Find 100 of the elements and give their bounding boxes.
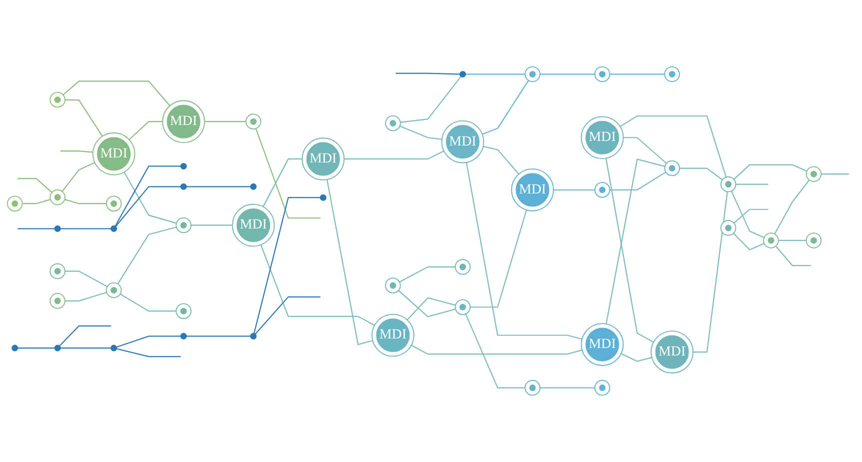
connector: [821, 174, 849, 175]
connector: [774, 180, 810, 234]
connector: [693, 192, 728, 353]
connector: [191, 224, 232, 226]
node-circle: [459, 70, 466, 78]
node-circle: [50, 263, 66, 280]
node-circle: [806, 232, 822, 248]
node-circle: [176, 303, 192, 319]
connector: [466, 74, 526, 75]
node-circle: MDI: [650, 330, 694, 374]
connector: [606, 158, 666, 324]
connector: [186, 336, 251, 337]
node-circle: MDI: [511, 168, 554, 212]
connector: [623, 137, 667, 164]
connector: [610, 172, 666, 190]
connector: [18, 348, 55, 349]
connector: [186, 186, 251, 188]
connector: [255, 128, 320, 219]
node-circle: MDI: [580, 116, 624, 160]
connector: [64, 198, 106, 204]
node-circle: [763, 232, 779, 248]
connector: [116, 348, 181, 358]
node-circle: [12, 344, 18, 352]
connector: [778, 240, 806, 242]
connector: [610, 74, 665, 75]
node-circle: [594, 380, 610, 396]
connector: [117, 226, 177, 284]
node-circle: [320, 194, 326, 201]
connector: [62, 80, 170, 106]
node-circle: MDI: [302, 138, 345, 180]
connector: [540, 74, 595, 75]
connector: [128, 121, 163, 140]
connector: [260, 244, 375, 326]
node-circle: [250, 183, 257, 190]
connector: [400, 126, 442, 140]
connector: [734, 208, 768, 224]
connector: [64, 270, 108, 288]
connector: [62, 162, 95, 192]
connector: [114, 166, 181, 227]
node-circle: [245, 114, 262, 130]
node-circle: [720, 176, 736, 192]
node-circle: [664, 66, 680, 82]
connector: [18, 178, 52, 193]
connector: [399, 266, 456, 282]
connector: [470, 210, 528, 308]
connector: [733, 164, 808, 180]
node-circle: [720, 220, 736, 236]
connector: [254, 296, 320, 334]
connector: [411, 344, 582, 355]
connector: [120, 294, 176, 312]
connector: [540, 387, 595, 388]
connector: [60, 150, 93, 153]
node-circle: [50, 189, 66, 206]
node-circle: [250, 332, 257, 340]
connector: [466, 162, 582, 340]
connector: [59, 325, 112, 346]
connector: [60, 348, 112, 349]
node-circle: [110, 225, 118, 232]
node-circle: [106, 282, 122, 298]
connector: [775, 246, 811, 266]
node-circle: [110, 344, 118, 352]
node-circle: [594, 182, 610, 198]
node-circle: [806, 166, 822, 182]
node-circle: MDI: [441, 120, 484, 164]
connector: [344, 150, 444, 160]
connector: [18, 228, 55, 230]
node-circle: [524, 66, 540, 82]
connector: [398, 290, 456, 318]
connector: [115, 186, 181, 227]
node-circle: [50, 293, 66, 309]
connector: [64, 99, 103, 137]
node-circle: MDI: [372, 314, 414, 357]
connector: [60, 228, 112, 230]
connector: [736, 184, 768, 185]
connector: [22, 198, 51, 204]
node-circle: [385, 278, 401, 294]
connector: [482, 80, 529, 135]
connector: [620, 115, 727, 178]
node-circle: [54, 344, 61, 352]
node-circle: [454, 259, 471, 275]
connector: [326, 179, 373, 346]
connector: [116, 336, 181, 348]
node-circle: MDI: [580, 323, 624, 366]
node-circle: [180, 183, 187, 190]
connector: [124, 172, 177, 224]
node-circle: [594, 66, 610, 82]
connector: [204, 121, 246, 122]
connector: [620, 353, 652, 362]
connector: [262, 158, 302, 207]
connector: [483, 146, 520, 174]
node-circle: [180, 162, 187, 170]
node-circle: [524, 380, 540, 396]
node-circle: [176, 217, 192, 234]
connector: [64, 292, 107, 302]
node-circle: [180, 332, 187, 340]
node-circle: MDI: [162, 100, 206, 143]
node-circle: MDI: [92, 132, 136, 176]
node-circle: [6, 196, 23, 212]
node-circle: [385, 115, 401, 132]
connector: [730, 190, 764, 238]
